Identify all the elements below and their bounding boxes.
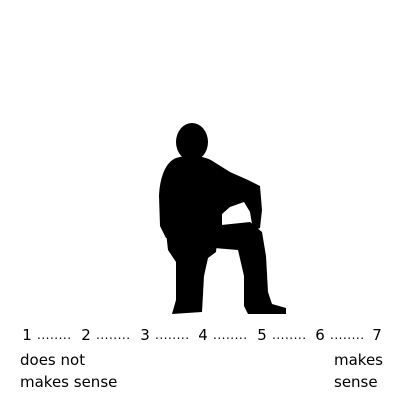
scale-point-1[interactable]: 1 — [22, 326, 32, 344]
anchor-label-low-line2: makes sense — [20, 373, 118, 391]
scale-dots: ........ — [155, 328, 190, 342]
silhouette-head — [176, 123, 208, 161]
scale-point-3[interactable]: 3 — [140, 326, 150, 344]
scale-dots: ........ — [213, 328, 248, 342]
silhouette-front-leg — [212, 222, 286, 314]
silhouette-torso — [159, 155, 262, 238]
anchor-label-low: does not makes sense — [20, 349, 180, 393]
scale-point-4[interactable]: 4 — [198, 326, 208, 344]
silhouette-back-leg — [166, 232, 218, 314]
anchor-label-high-line2: sense — [334, 373, 378, 391]
scale-dots: ........ — [330, 328, 365, 342]
anchor-label-high: makes sense — [334, 349, 394, 393]
scale-point-7[interactable]: 7 — [372, 326, 382, 344]
rating-scale: 1 ........ 2 ........ 3 ........ 4 .....… — [20, 324, 384, 346]
scale-dots: ........ — [272, 328, 307, 342]
scale-point-2[interactable]: 2 — [81, 326, 91, 344]
scale-point-5[interactable]: 5 — [257, 326, 267, 344]
scale-dots: ........ — [37, 328, 72, 342]
anchor-label-high-line1: makes — [334, 351, 383, 369]
scale-point-6[interactable]: 6 — [315, 326, 325, 344]
anchor-label-low-line1: does not — [20, 351, 86, 369]
scale-dots: ........ — [96, 328, 131, 342]
